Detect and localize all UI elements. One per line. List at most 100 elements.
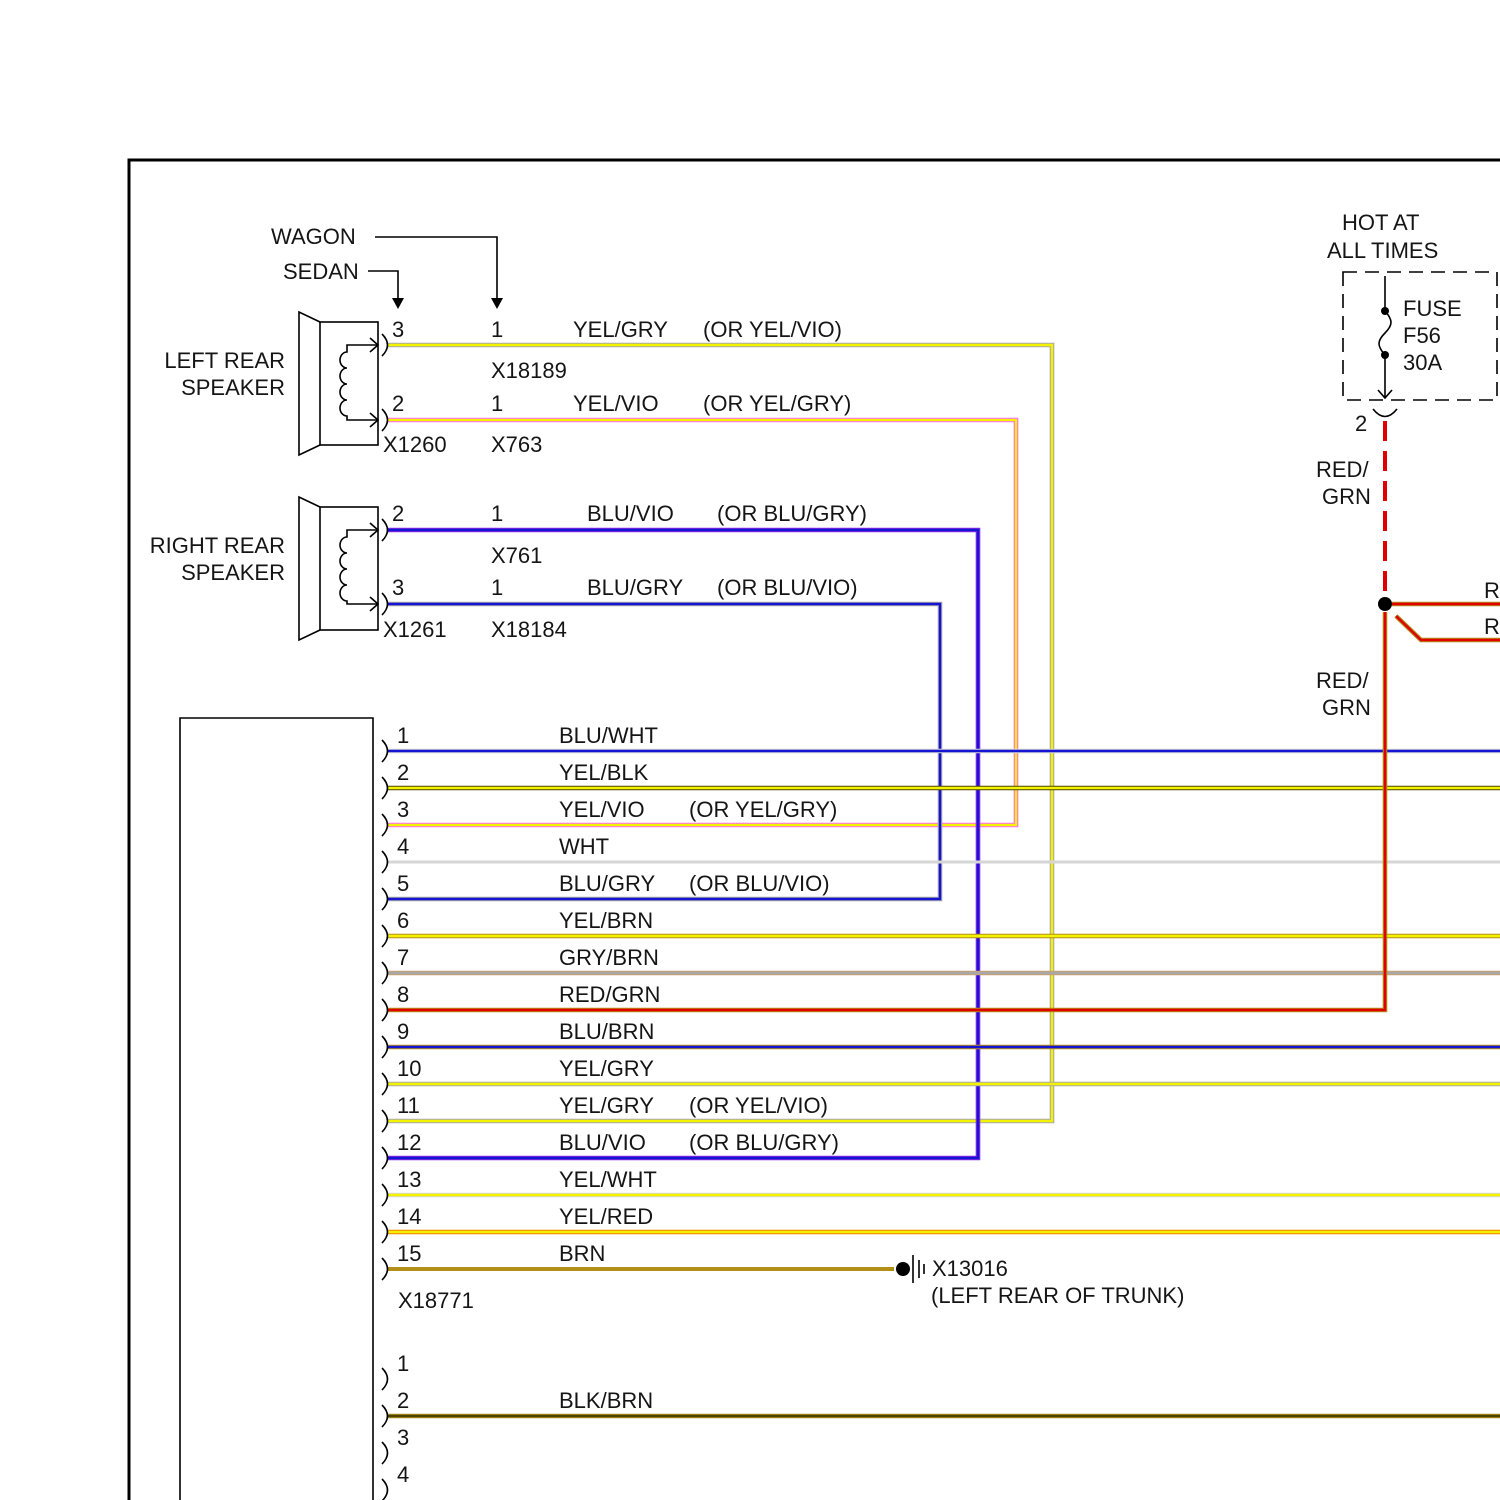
speaker-cone-icon [299,312,320,455]
x18771-pin-10-wire-color: YEL/GRY [559,1056,654,1081]
x18771-pin-14-number: 14 [397,1204,421,1229]
fuse-rating: 30A [1403,350,1442,375]
lower-connector-pin-4-number: 4 [397,1462,409,1487]
left-rear-upper-inline-connector: X18189 [491,358,567,383]
lower-connector-pin-2-terminal [382,1405,388,1427]
sedan-label: SEDAN [283,259,359,284]
splice-junction-dot [1378,597,1392,611]
x18771-pin-12-terminal [382,1147,388,1169]
left-rear-connector-id: X1260 [383,432,447,457]
x18771-pin-13-number: 13 [397,1167,421,1192]
right-rear-upper-wire-color: BLU/VIO [587,501,674,526]
wagon-arrowhead-icon [491,298,503,309]
wire-right-rear-upper-pin12 [388,530,978,1158]
x18771-pin-5-terminal [382,888,388,910]
left-rear-lower-wire-color: YEL/VIO [573,391,659,416]
wagon-label: WAGON [271,224,356,249]
x18771-pin-7-wire-color: GRY/BRN [559,945,659,970]
x18771-pin-14-wire-color: YEL/RED [559,1204,653,1229]
x18771-pin-7-terminal [382,962,388,984]
left-rear-upper-wire-alt: (OR YEL/VIO) [703,317,842,342]
right-rear-speaker-label-line1: RIGHT REAR [150,533,285,558]
x18771-pin-3-wire-color: YEL/VIO [559,797,645,822]
hot-at-all-times-line2: ALL TIMES [1327,238,1438,263]
wire-left-rear-lower-pin3-tracer [388,420,1016,825]
speaker-cone-icon [299,497,320,640]
right-rear-upper-inline-connector: X761 [491,543,542,568]
x18771-pin-12-wire-color: BLU/VIO [559,1130,646,1155]
diagram-frame [129,160,1500,1500]
lower-connector-pin-3-number: 3 [397,1425,409,1450]
lower-connector-pin-3-terminal [382,1442,388,1464]
x18771-pin-1-number: 1 [397,723,409,748]
x18771-pin-5-wire-alt: (OR BLU/VIO) [689,871,830,896]
power-wire-upper-label-line1: RED/ [1316,457,1369,482]
x18771-pin-3-terminal [382,814,388,836]
x18771-pin-3-wire-alt: (OR YEL/GRY) [689,797,837,822]
lower-connector-pin-1-number: 1 [397,1351,409,1376]
right-rear-terminal-upper [382,519,388,541]
x18771-connector-body [180,718,373,1500]
x18771-pin-8-number: 8 [397,982,409,1007]
right-rear-speaker-symbol [299,497,388,640]
x18771-pin-11-wire-color: YEL/GRY [559,1093,654,1118]
branch-lower-label: R [1484,614,1500,639]
x18771-pin-9-wire-color: BLU/BRN [559,1019,654,1044]
left-rear-terminal-lower-number: 2 [392,391,404,416]
x18771-pin-4-number: 4 [397,834,409,859]
lower-connector-pin-2-wire-color: BLK/BRN [559,1388,653,1413]
right-rear-upper-inline-pin: 1 [491,501,503,526]
left-rear-terminal-lower [382,409,388,431]
x18771-pin-8-terminal [382,999,388,1021]
left-rear-terminal-upper [382,334,388,356]
x18771-pin-8-wire-color: RED/GRN [559,982,660,1007]
x18771-pin-1-terminal [382,740,388,762]
left-rear-upper-inline-pin: 1 [491,317,503,342]
fuse-label: FUSE [1403,296,1462,321]
power-wire-lower-label-line2: GRN [1322,695,1371,720]
ground-id: X13016 [932,1256,1008,1281]
branch-upper-label: R [1484,578,1500,603]
left-rear-lower-inline-connector: X763 [491,432,542,457]
right-rear-upper-wire-alt: (OR BLU/GRY) [717,501,867,526]
right-rear-terminal-lower-number: 3 [392,575,404,600]
speaker-coil-icon [340,530,378,604]
right-rear-terminal-upper-number: 2 [392,501,404,526]
speaker-terminal-arrows-icon [370,338,378,427]
x18771-pin-7-number: 7 [397,945,409,970]
x18771-pin-13-wire-color: YEL/WHT [559,1167,657,1192]
left-rear-speaker-symbol [299,312,388,455]
x18771-pin-15-number: 15 [397,1241,421,1266]
fuse-terminal-dot-bottom [1381,351,1389,359]
right-rear-lower-inline-connector: X18184 [491,617,567,642]
speaker-body [320,507,378,630]
x18771-pin-15-wire-color: BRN [559,1241,605,1266]
right-rear-connector-id: X1261 [383,617,447,642]
power-wire-lower-label-line1: RED/ [1316,668,1369,693]
left-rear-terminal-upper-number: 3 [392,317,404,342]
x18771-pin-11-wire-alt: (OR YEL/VIO) [689,1093,828,1118]
wire-left-rear-lower-pin3 [388,420,1016,825]
ground-dot [896,1262,910,1276]
left-rear-lower-inline-pin: 1 [491,391,503,416]
x18771-pin-10-number: 10 [397,1056,421,1081]
x18771-pin-2-wire-color: YEL/BLK [559,760,649,785]
wagon-arrow-line [375,237,497,300]
x18771-pin-6-terminal [382,925,388,947]
x18771-connector-id: X18771 [398,1288,474,1313]
wire-pin8-power-tracer [388,612,1385,1010]
left-rear-lower-wire-alt: (OR YEL/GRY) [703,391,851,416]
ground-symbol-icon [896,1255,924,1283]
power-wire-upper-label-line2: GRN [1322,484,1371,509]
x18771-pin-4-terminal [382,851,388,873]
x18771-pin-9-number: 9 [397,1019,409,1044]
fuse-element-icon [1379,276,1391,398]
right-rear-terminal-lower [382,593,388,615]
speaker-body [320,322,378,445]
wire-right-rear-upper-pin12-tracer [388,530,978,1158]
fuse-id: F56 [1403,323,1441,348]
speaker-coil-icon [340,345,378,420]
x18771-pin-12-wire-alt: (OR BLU/GRY) [689,1130,839,1155]
